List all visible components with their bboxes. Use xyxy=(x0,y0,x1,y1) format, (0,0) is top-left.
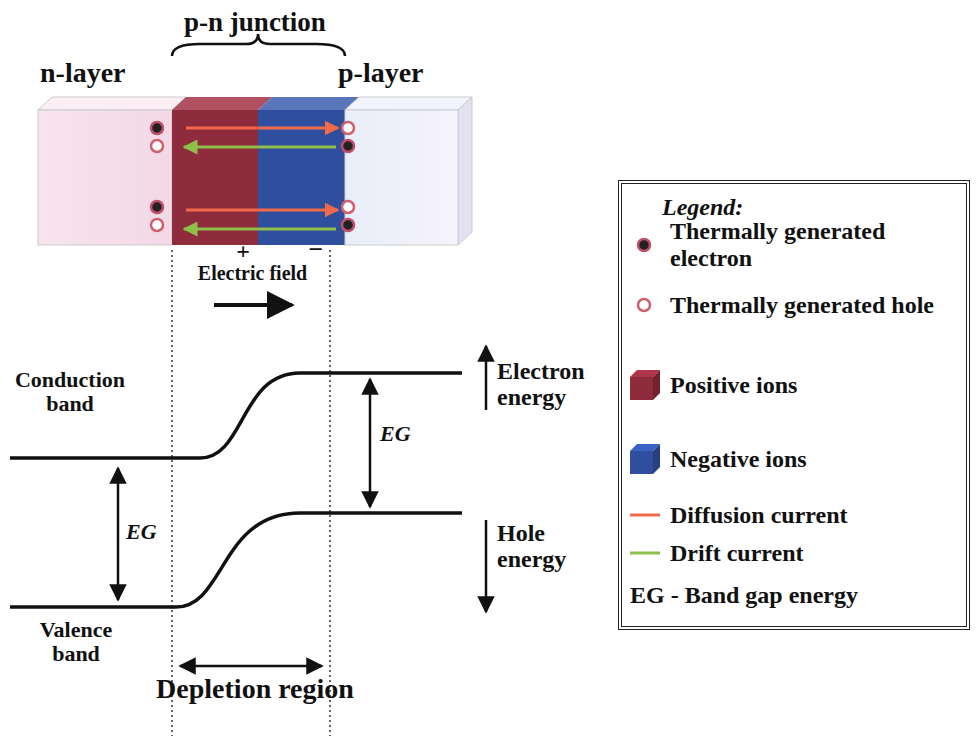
diagram-label: Valence band xyxy=(26,618,126,666)
diagram-label: Conduction band xyxy=(6,368,134,416)
diagram-label: EG xyxy=(380,422,420,446)
diagram-label: p-n junction xyxy=(140,8,370,38)
swatch-side xyxy=(653,370,660,400)
legend-sample xyxy=(626,235,662,255)
diagram-label: n-layer xyxy=(40,58,180,89)
legend-text: EG - Band gap energy xyxy=(630,582,960,609)
legend-box: Legend:Thermally generated electronTherm… xyxy=(618,180,970,630)
diagram-label: − xyxy=(304,236,328,265)
diagram-label: + xyxy=(231,238,255,264)
diagram-label: Electron energy xyxy=(497,358,613,411)
legend-text: Positive ions xyxy=(670,372,960,399)
legend-text: Negative ions xyxy=(670,446,960,473)
ion-swatch xyxy=(628,368,662,402)
ion-swatch xyxy=(628,442,662,476)
legend-heading: Legend: xyxy=(662,194,743,221)
hole-sample xyxy=(638,299,650,311)
legend-sample xyxy=(626,505,662,525)
diagram-label: Electric field xyxy=(150,262,355,284)
legend-swatch xyxy=(630,377,653,400)
diagram-label: EG xyxy=(126,520,166,544)
orange-line-sample xyxy=(630,514,660,517)
legend-swatch xyxy=(630,451,653,474)
legend-sample xyxy=(626,543,662,563)
green-line-sample xyxy=(630,552,660,555)
legend-text: Drift current xyxy=(670,540,960,567)
legend-text: Diffusion current xyxy=(670,502,960,529)
diagram-label: Hole energy xyxy=(497,520,613,573)
diagram-label: p-layer xyxy=(338,58,478,89)
legend-text: Thermally generated hole xyxy=(670,292,960,319)
legend-sample xyxy=(626,295,662,315)
diagram-label: Depletion region xyxy=(140,674,370,705)
legend-text: Thermally generated electron xyxy=(670,218,960,272)
electron-sample xyxy=(638,239,650,251)
swatch-side xyxy=(653,444,660,474)
